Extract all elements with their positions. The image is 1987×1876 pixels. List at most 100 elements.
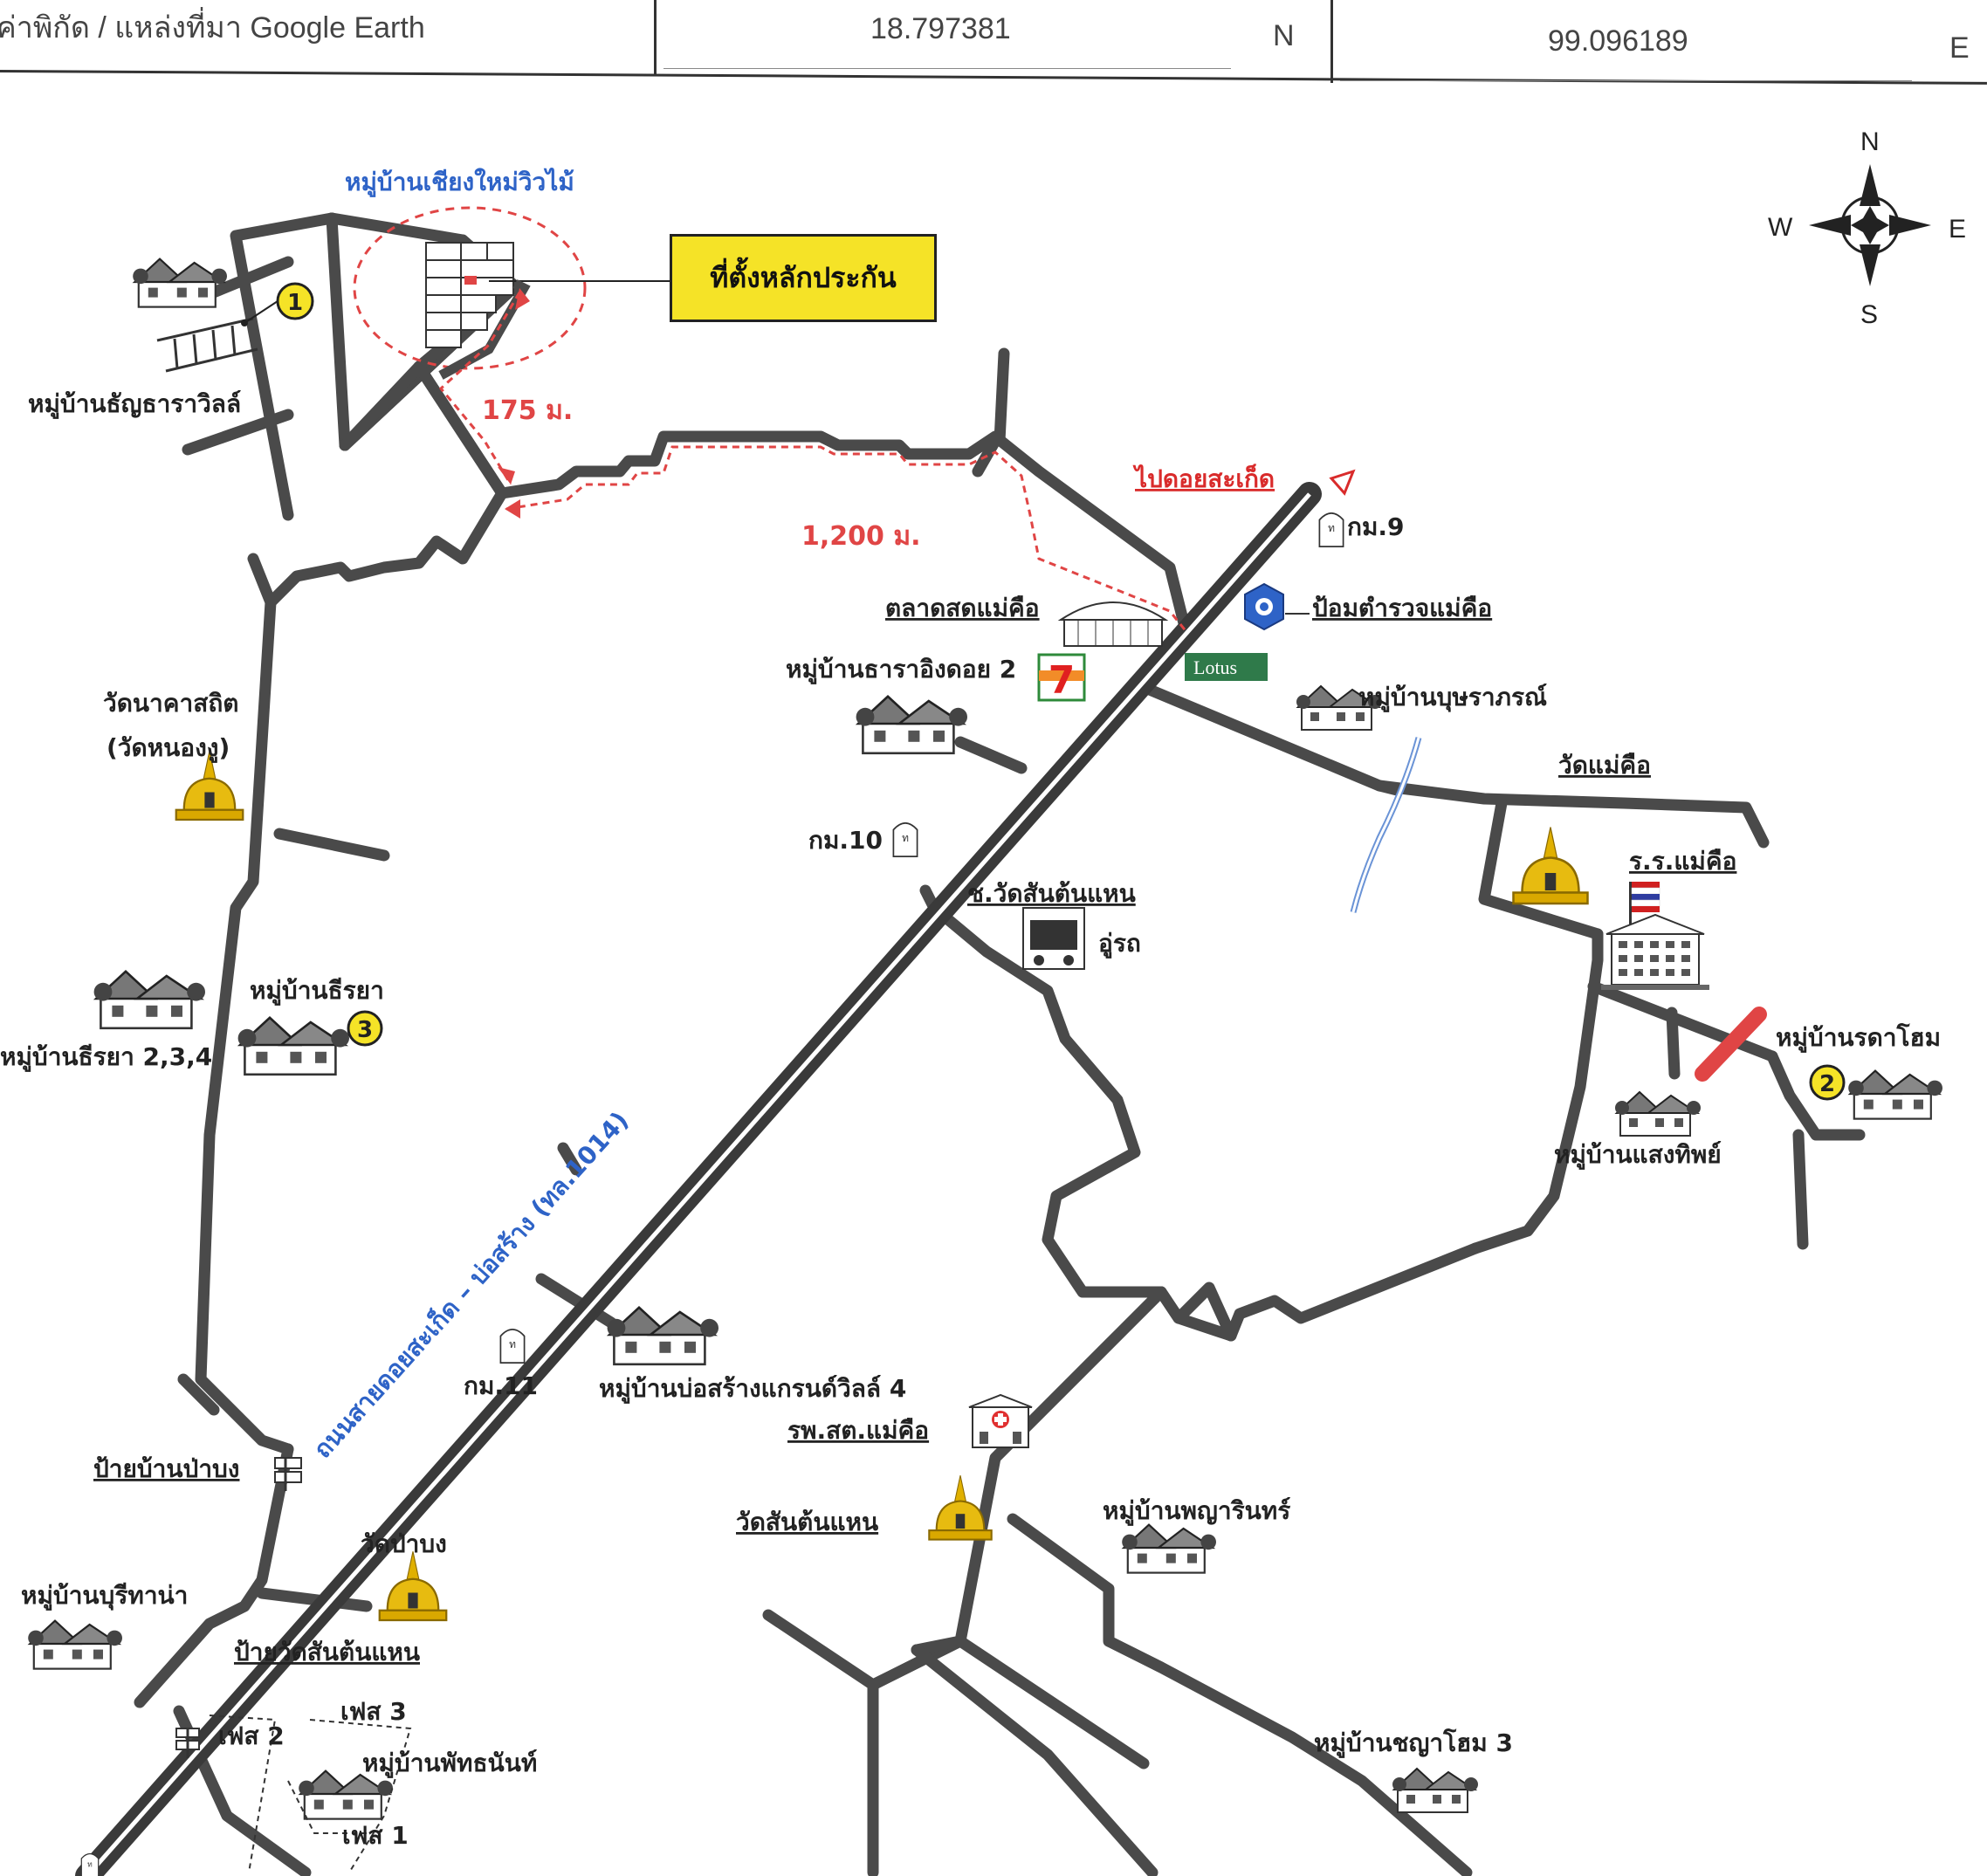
marker-1: 1: [241, 282, 314, 326]
road-segment: [265, 487, 508, 608]
label-km10: กม.10: [808, 826, 883, 855]
market-icon: [1057, 601, 1169, 647]
road-segment: [182, 409, 294, 456]
signpost-icon: [175, 1728, 200, 1758]
compass-arrow-n: [1860, 164, 1880, 206]
road-segment: [496, 430, 1193, 643]
target-area-circle: [353, 206, 587, 370]
house-icon: [1392, 1768, 1478, 1813]
road-segment: [1792, 1129, 1809, 1250]
distance-near-label: 175 ม.: [482, 395, 573, 426]
road-segment: [256, 1587, 373, 1612]
label-rada-home: หมู่บ้านรดาโฮม: [1776, 1022, 1941, 1053]
signpost-icon: [274, 1457, 302, 1491]
label-bo-sang-grand: หมู่บ้านบ่อสร้างแกรนด์วิลล์ 4: [599, 1374, 906, 1404]
road-segment: [1129, 677, 1770, 849]
marker-1-text: 1: [287, 290, 303, 316]
school-icon: [1601, 882, 1709, 990]
label-sign-wat: ป้ายวัดสันต้นแหน: [234, 1638, 420, 1666]
house-icon: [1847, 1069, 1942, 1120]
blocked-road-mark: [1695, 1007, 1767, 1082]
label-burithana: หมู่บ้านบุรีทาน่า: [21, 1581, 188, 1611]
label-km9: กม.9: [1347, 512, 1405, 541]
road-segment: [1373, 780, 1403, 796]
km-post-icon: [1318, 512, 1344, 547]
road-segment: [911, 1644, 1159, 1876]
road-segment: [954, 736, 1028, 774]
road-segment: [1007, 1513, 1473, 1876]
label-garage: อู่รถ: [1098, 929, 1141, 959]
km-post-icon: [892, 821, 918, 857]
compass-s-label: S: [1860, 300, 1878, 329]
garage-icon: [1022, 907, 1085, 970]
compass-n-label: N: [1860, 127, 1880, 156]
lotus-logo: Lotus: [1185, 653, 1268, 681]
compass-arrow-e: [1889, 215, 1931, 236]
house-icon: [1614, 1091, 1701, 1137]
road-segment: [919, 884, 1482, 1342]
distance-arrow: [505, 499, 520, 519]
road-segment: [339, 361, 508, 499]
collateral-location-callout: ที่ตั้งหลักประกัน: [670, 234, 937, 322]
km-post-icon: [80, 1852, 100, 1876]
police-badge-icon: [1244, 582, 1284, 631]
distance-path-far: [505, 445, 1189, 634]
house-icon: [237, 1016, 349, 1076]
label-phatthanan: หมู่บ้านพัทธนันท์: [362, 1749, 537, 1778]
label-tanya-thara: หมู่บ้านธัญธาราวิลล์: [28, 389, 241, 419]
label-wat-mae-khue: วัดแม่คือ: [1558, 751, 1651, 780]
highway-center: [86, 492, 1311, 1876]
plot-road: [438, 279, 531, 380]
house-icon: [27, 1619, 122, 1670]
distance-arrow: [498, 467, 515, 484]
road-segment: [1766, 1050, 1866, 1141]
label-thara-ing-doi: หมู่บ้านธาราอิงดอย 2: [786, 655, 1016, 684]
phase-boundaries: [209, 1715, 412, 1873]
road-segment: [134, 1443, 294, 1708]
label-market: ตลาดสดแม่คือ: [885, 594, 1040, 622]
label-phase3: เฟส 3: [340, 1697, 407, 1726]
label-wat-pa-bong: วัดป่าบง: [361, 1529, 447, 1558]
temple-icon: [378, 1550, 448, 1622]
distance-far-label: 1,200 ม.: [801, 521, 921, 552]
label-chiangmai-wiwmai: หมู่บ้านเชียงใหม่วิวไม้: [345, 168, 574, 197]
road-segment: [1666, 1007, 1681, 1080]
tanya-thara-plots: [156, 317, 258, 373]
compass-e-label: E: [1949, 215, 1966, 244]
target-plot-marker: [464, 276, 477, 285]
road-segment: [954, 1286, 1167, 1647]
lat-underline: [663, 68, 1231, 69]
label-wat-na-kha: วัดนาคาสถิต: [103, 689, 238, 718]
road-segment: [557, 1142, 582, 1176]
seven-eleven-icon: 7: [1037, 653, 1086, 703]
house-icon: [1121, 1523, 1216, 1574]
label-thiraya-234: หมู่บ้านธีรยา 2,3,4: [0, 1042, 212, 1072]
label-soi-wat: ช.วัดสันต้นแหน: [967, 879, 1136, 908]
road-segment: [1469, 928, 1604, 1254]
label-km11: กม.11: [464, 1371, 538, 1400]
coordinate-header: ค่าพิกัด / แหล่งที่มา Google Earth 18.79…: [0, 0, 1987, 87]
header-divider-1: [654, 0, 657, 74]
label-saeng-thip: หมู่บ้านแสงทิพย์: [1554, 1140, 1722, 1170]
lotus-text: Lotus: [1193, 656, 1237, 678]
source-label: ค่าพิกัด / แหล่งที่มา Google Earth: [0, 11, 425, 45]
house-icon: [298, 1769, 393, 1820]
roads: [134, 212, 1866, 1876]
road-segment: [195, 553, 294, 1455]
label-wat-san-ton-haen: วัดสันต้นแหน: [736, 1508, 878, 1536]
seven-eleven-text: 7: [1049, 658, 1076, 703]
label-phase2: เฟส 2: [218, 1721, 285, 1750]
road-segment: [273, 828, 390, 862]
label-to-doi-saket: ไปดอยสะเก็ด: [1132, 464, 1275, 493]
label-phase1: เฟส 1: [342, 1821, 409, 1850]
label-main-road: ถนนสายดอยสะเก็ด – บ่อสร้าง (ทล.1014): [307, 1105, 634, 1464]
main-highway: [75, 482, 1322, 1876]
header-divider-2: [1330, 0, 1333, 83]
compass-arrow-s: [1860, 244, 1880, 286]
road-segment: [326, 212, 351, 451]
road-segment: [911, 1635, 966, 1656]
health-center-icon: [968, 1393, 1033, 1448]
label-sign-pa-bong: ป้ายบ้านป่าบง: [93, 1454, 239, 1483]
compass: [1809, 164, 1931, 286]
marker-2: 2: [1809, 1064, 1846, 1101]
